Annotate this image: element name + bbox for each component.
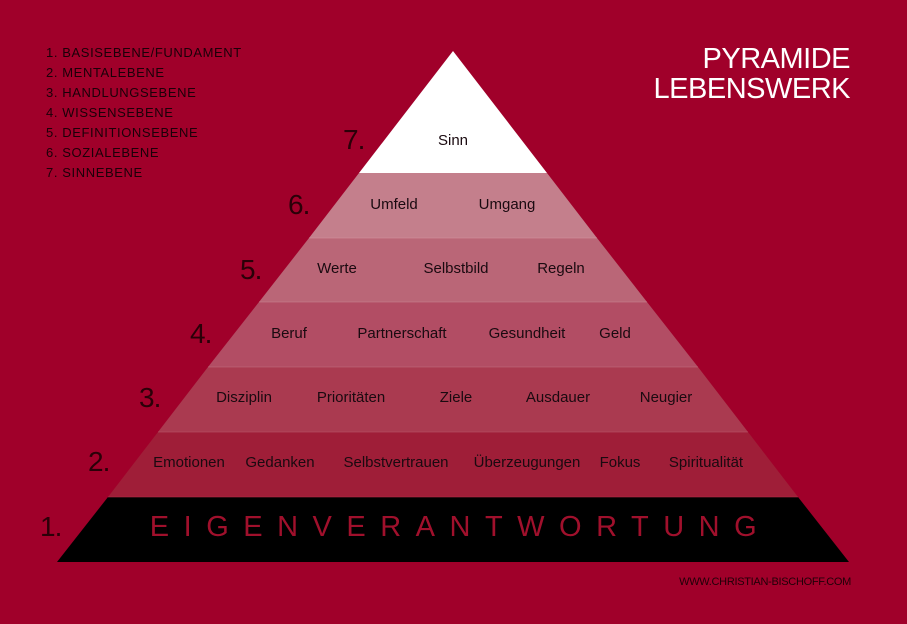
level-3-item: Neugier xyxy=(639,389,693,406)
level-2-item: Überzeugungen xyxy=(473,454,581,471)
pyramid-level-6 xyxy=(309,173,597,238)
level-6-item: Umfeld xyxy=(370,196,418,213)
level-2-item: Fokus xyxy=(599,454,641,471)
title-line-1: PYRAMIDE xyxy=(702,43,851,75)
legend-item-7: 7. SINNEBENE xyxy=(46,165,143,180)
legend-item-1: 1. BASISEBENE/FUNDAMENT xyxy=(46,45,242,60)
legend-item-5: 5. DEFINITIONSEBENE xyxy=(46,125,199,140)
legend-item-3: 3. HANDLUNGSEBENE xyxy=(46,85,197,100)
level-number-7: 7. xyxy=(343,124,365,155)
pyramid-level-3 xyxy=(158,367,748,432)
title-line-2: LEBENSWERK xyxy=(653,73,851,105)
level-number-5: 5. xyxy=(240,254,262,285)
legend-item-4: 4. WISSENSEBENE xyxy=(46,105,174,120)
legend-item-6: 6. SOZIALEBENE xyxy=(46,145,160,160)
level-2-item: Spiritualität xyxy=(668,454,744,471)
level-4-item: Gesundheit xyxy=(488,325,566,342)
level-2-item: Emotionen xyxy=(153,454,225,471)
level-3-item: Prioritäten xyxy=(316,389,386,406)
level-5-item: Selbstbild xyxy=(423,260,489,277)
pyramid-level-5 xyxy=(259,238,647,302)
pyramid-level-2 xyxy=(108,432,798,497)
level-5-item: Regeln xyxy=(537,260,585,277)
level-4-item: Beruf xyxy=(271,325,307,342)
legend-item-2: 2. MENTALEBENE xyxy=(46,65,165,80)
diagram-title: PYRAMIDE LEBENSWERK xyxy=(653,43,851,105)
level-number-6: 6. xyxy=(288,189,310,220)
level-number-2: 2. xyxy=(88,446,110,477)
level-5-item: Werte xyxy=(317,260,357,277)
pyramid-level-4 xyxy=(208,302,698,367)
website-url: WWW.CHRISTIAN-BISCHOFF.COM xyxy=(679,576,851,588)
level-3-item: Ziele xyxy=(439,389,473,406)
level-4-item: Geld xyxy=(599,325,631,342)
level-number-3: 3. xyxy=(139,382,161,413)
level-3-item: Disziplin xyxy=(216,389,272,406)
level-2-item: Gedanken xyxy=(245,454,315,471)
level-3-item: Ausdauer xyxy=(525,389,591,406)
level-number-4: 4. xyxy=(190,318,212,349)
level-legend: 1. BASISEBENE/FUNDAMENT 2. MENTALEBENE 3… xyxy=(46,43,242,183)
level-4-item: Partnerschaft xyxy=(357,325,447,342)
level-7-item: Sinn xyxy=(437,132,469,149)
level-6-item: Umgang xyxy=(478,196,536,213)
pyramid-level-1 xyxy=(57,497,849,562)
level-number-1: 1. xyxy=(40,511,62,542)
level-1-foundation-label: EIGENVERANTWORTUNG xyxy=(149,511,772,543)
level-2-item: Selbstvertrauen xyxy=(343,454,449,471)
pyramid-level-7 xyxy=(359,51,547,173)
